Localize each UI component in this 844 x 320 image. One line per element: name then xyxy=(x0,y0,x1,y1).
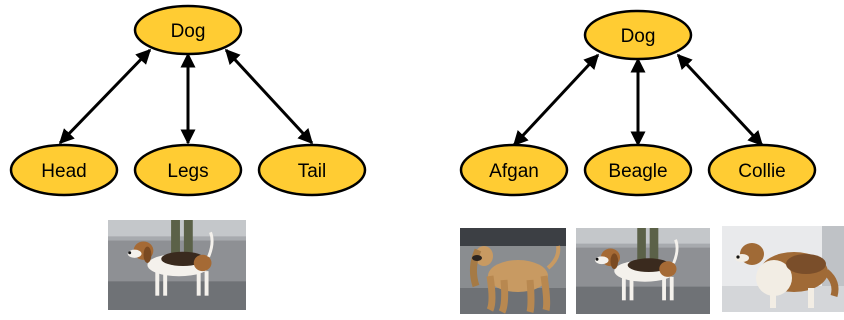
edge-dog-tail xyxy=(224,48,314,145)
collie-photo xyxy=(722,226,844,312)
edge-dog-afgan xyxy=(512,53,600,147)
node-tail: Tail xyxy=(257,143,367,197)
node-label-head: Head xyxy=(41,161,86,182)
node-label-dog: Dog xyxy=(171,21,206,42)
node-head: Head xyxy=(9,143,119,197)
node-dog: Dog xyxy=(583,9,693,61)
edge-dog-collie xyxy=(676,53,764,147)
afghan-hound-photo xyxy=(460,228,566,314)
node-label-afgan: Afgan xyxy=(489,161,539,182)
node-beagle: Beagle xyxy=(583,143,693,197)
beagle-photo xyxy=(576,228,710,314)
node-afgan: Afgan xyxy=(459,143,569,197)
node-dog: Dog xyxy=(133,4,243,56)
node-label-tail: Tail xyxy=(298,161,327,182)
beagle-photo xyxy=(108,220,246,310)
node-label-legs: Legs xyxy=(167,161,208,182)
edge-dog-head xyxy=(58,48,152,145)
node-label-collie: Collie xyxy=(738,161,786,182)
node-label-dog: Dog xyxy=(621,26,656,47)
node-collie: Collie xyxy=(707,143,817,197)
node-legs: Legs xyxy=(133,143,243,197)
node-label-beagle: Beagle xyxy=(608,161,667,182)
left-diagram: Dog Head Legs Tail xyxy=(9,4,367,310)
right-diagram: Dog Afgan Beagle Collie xyxy=(459,9,844,314)
